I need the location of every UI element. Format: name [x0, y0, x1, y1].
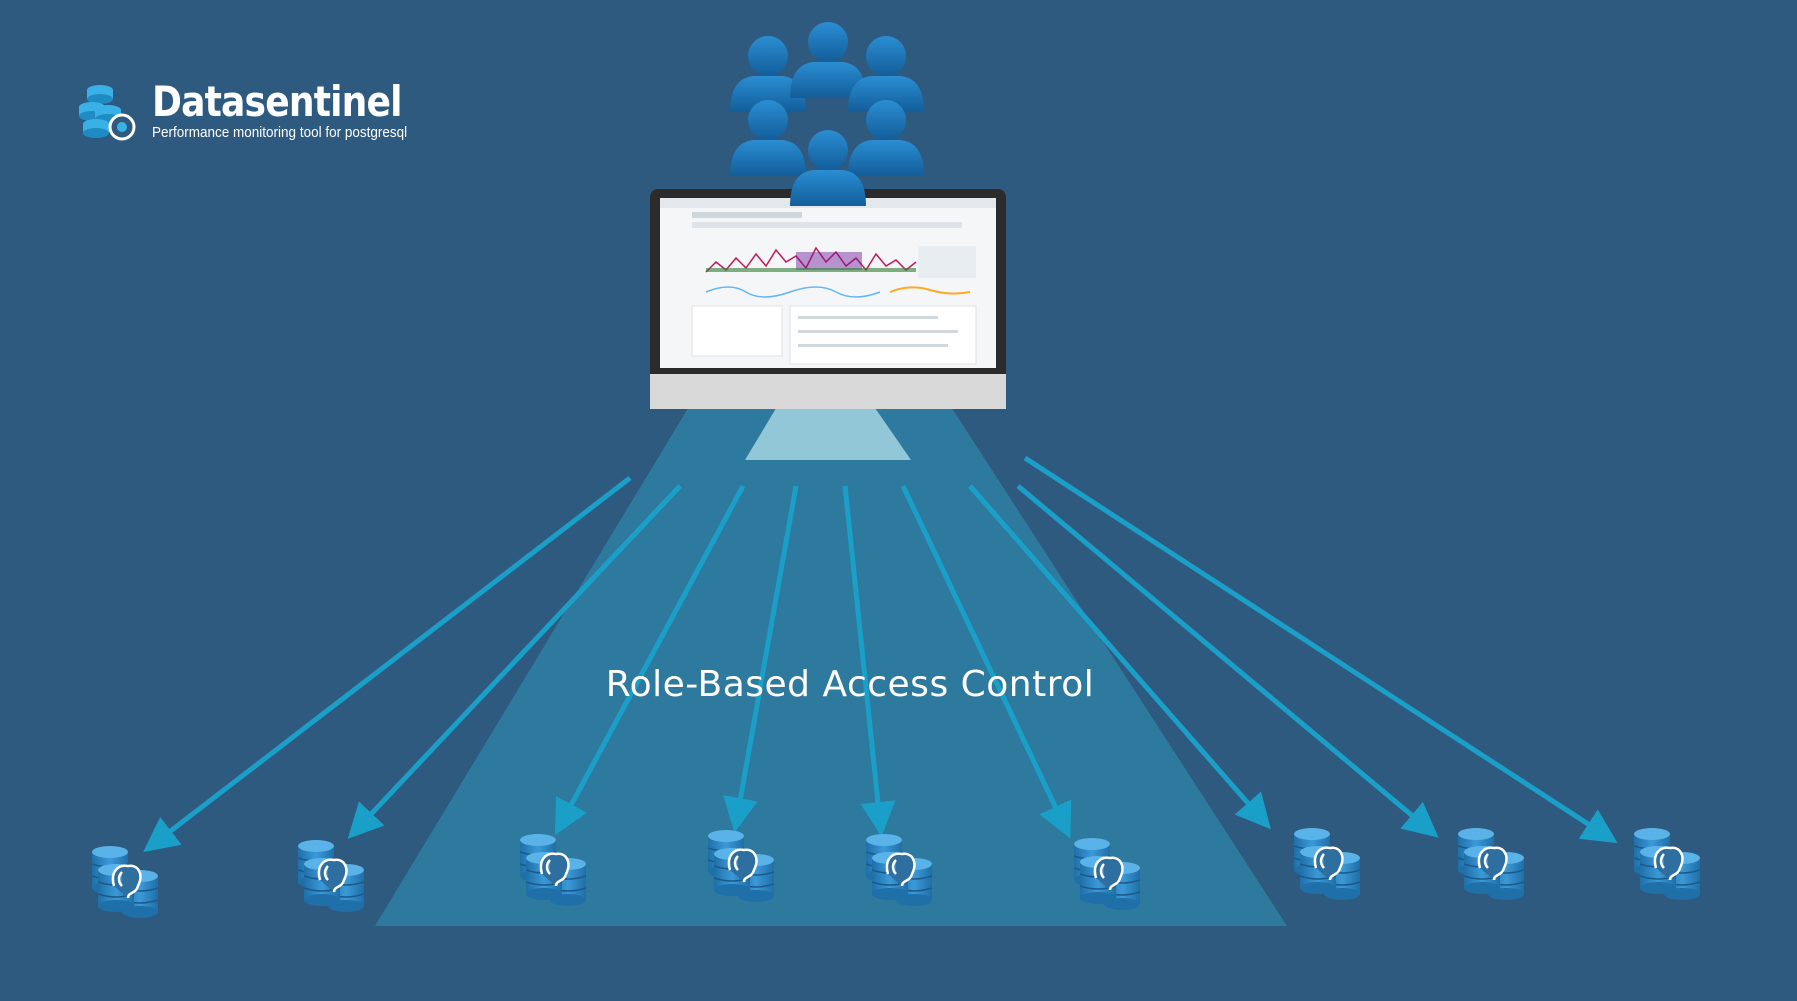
postgresql-database-icon [1457, 827, 1525, 901]
brand-name: Datasentinel [152, 77, 402, 126]
dashboard-monitor-icon [650, 189, 1006, 460]
postgresql-database-icon [91, 845, 159, 919]
arrow-9 [1023, 455, 1618, 844]
access-beam [375, 362, 1287, 926]
database-list [91, 827, 1701, 919]
arrow-7 [968, 484, 1271, 830]
postgresql-database-icon [519, 833, 587, 907]
postgresql-database-icon [1293, 827, 1361, 901]
arrow-4 [723, 485, 799, 833]
user-group-icon [730, 22, 924, 206]
postgresql-database-icon [707, 829, 775, 903]
postgresql-database-icon [865, 833, 933, 907]
diagram-caption: Role-Based Access Control [605, 664, 1095, 705]
arrow-6 [900, 484, 1072, 839]
brand-tagline: Performance monitoring tool for postgres… [152, 124, 408, 141]
database-eye-icon [79, 85, 136, 141]
postgresql-database-icon [1633, 827, 1701, 901]
arrow-3 [554, 484, 746, 836]
arrow-5 [842, 485, 896, 837]
postgresql-database-icon [1073, 837, 1141, 911]
brand-logo: Datasentinel Performance monitoring tool… [78, 76, 442, 146]
arrow-1 [143, 476, 632, 853]
arrow-8 [1016, 484, 1439, 838]
arrow-2 [347, 484, 682, 839]
access-arrows [143, 455, 1618, 853]
postgresql-database-icon [297, 839, 365, 913]
